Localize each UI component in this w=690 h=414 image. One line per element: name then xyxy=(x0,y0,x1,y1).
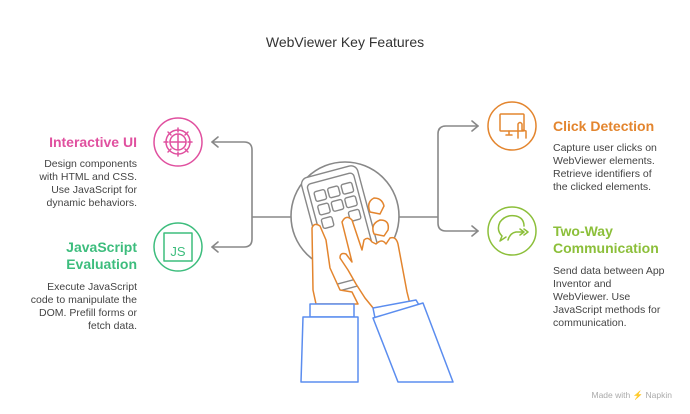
napkin-brand: Made with ⚡ Napkin xyxy=(591,390,672,400)
sleeves xyxy=(300,299,454,383)
feature-desc-two-way-communication: Send data between App Inventor and WebVi… xyxy=(553,265,665,329)
two-way-communication-icon xyxy=(487,206,537,256)
js-evaluation-icon xyxy=(153,222,203,272)
feature-desc-click-detection: Capture user clicks on WebViewer element… xyxy=(553,142,657,193)
interactive-ui-icon xyxy=(153,117,203,167)
feature-title-js-evaluation: JavaScript Evaluation xyxy=(66,239,137,272)
feature-desc-interactive-ui: Design components with HTML and CSS. Use… xyxy=(39,158,137,209)
feature-title-two-way-communication: Two-Way Communication xyxy=(553,223,659,256)
connectors xyxy=(211,120,479,253)
hands-icon xyxy=(311,197,411,315)
diagram-title: WebViewer Key Features xyxy=(265,34,425,50)
feature-desc-js-evaluation: Execute JavaScript code to manipulate th… xyxy=(30,281,137,332)
js-icon-text: JS xyxy=(170,244,186,259)
click-detection-icon xyxy=(487,101,537,151)
feature-title-interactive-ui: Interactive UI xyxy=(49,134,137,150)
feature-title-click-detection: Click Detection xyxy=(553,118,655,134)
